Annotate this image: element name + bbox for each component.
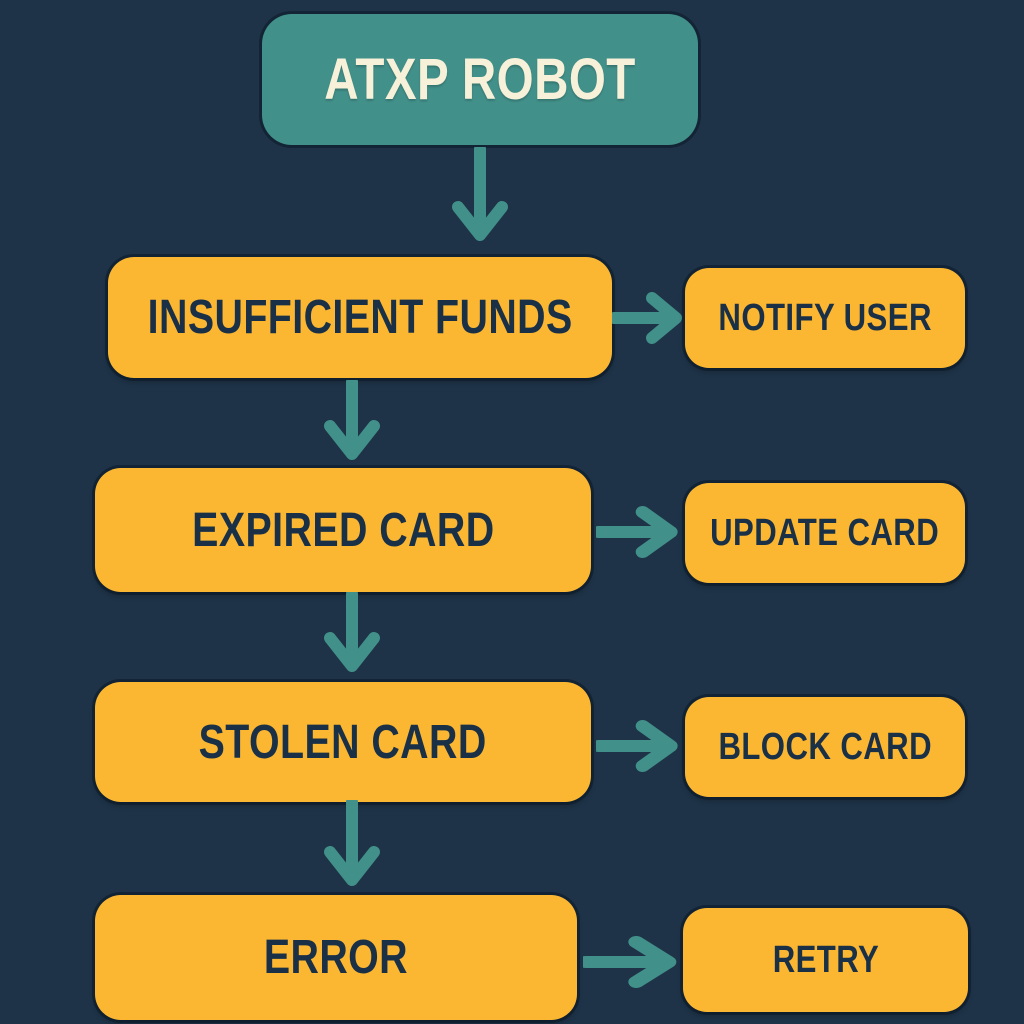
flow-node-retry: RETRY [683,908,968,1012]
flow-node-error: ERROR [95,895,577,1020]
flow-node-stolen-card: STOLEN CARD [95,682,591,802]
flow-node-update-card: UPDATE CARD [685,483,965,583]
flow-node-root: ATXP ROBOT [262,14,698,145]
flow-node-label: BLOCK CARD [718,725,932,768]
arrow-down-icon [448,147,512,243]
flow-node-label: EXPIRED CARD [191,503,495,557]
flow-node-label: UPDATE CARD [710,511,940,554]
flow-node-expired-card: EXPIRED CARD [95,468,591,592]
flow-node-label: INSUFFICIENT FUNDS [147,291,573,344]
flow-node-label: STOLEN CARD [198,715,488,769]
flow-node-insufficient-funds: INSUFFICIENT FUNDS [108,257,612,378]
arrow-down-icon [320,592,384,674]
flow-node-label: ERROR [263,931,409,984]
arrow-right-icon [612,292,684,344]
flow-node-label: RETRY [772,938,879,981]
arrow-down-icon [320,800,384,888]
arrow-right-icon [596,506,680,558]
flow-node-root-label: ATXP ROBOT [324,47,636,112]
flow-node-notify-user: NOTIFY USER [685,268,965,368]
arrow-right-icon [596,720,680,772]
arrow-right-icon [583,936,679,988]
flow-node-label: NOTIFY USER [718,296,932,339]
flow-node-block-card: BLOCK CARD [685,697,965,797]
arrow-down-icon [320,380,384,462]
